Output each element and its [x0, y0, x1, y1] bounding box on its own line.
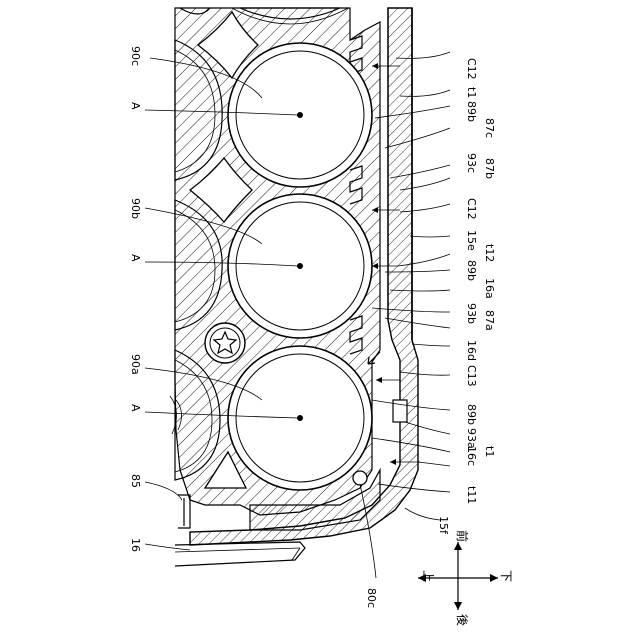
label-16d: 16d [465, 340, 478, 361]
label-16a: 16a [483, 278, 496, 299]
label-90a: 90a [129, 354, 142, 375]
label-16c: 16c [465, 446, 478, 466]
bracket-85 [178, 495, 190, 528]
label-15f: 15f [437, 516, 450, 535]
label-90c: 90c [129, 46, 142, 66]
label-c12-top: C12 [465, 58, 478, 80]
star-screw-icon [205, 323, 245, 363]
compass-back: 後 [455, 614, 469, 626]
label-t12: t12 [483, 244, 496, 262]
label-89b-bot: 89b [465, 404, 478, 425]
label-t11: t11 [465, 486, 478, 504]
label-93c: 93c [465, 153, 478, 173]
label-89b-top: 89b [465, 101, 478, 122]
label-16: 16 [129, 538, 142, 552]
label-a-mid: A [129, 254, 142, 262]
compass-front: 前 [455, 530, 470, 542]
label-c13: C13 [465, 365, 478, 387]
label-15e: 15e [465, 230, 478, 251]
label-87b: 87b [483, 158, 496, 179]
compass-up: 上 [421, 570, 435, 582]
label-85: 85 [129, 474, 142, 488]
label-c12-mid: C12 [465, 198, 478, 220]
housing-16 [175, 542, 305, 566]
pin-hole [353, 471, 367, 485]
label-80c: 80c [365, 588, 378, 608]
cell-90a [228, 346, 372, 490]
label-89b-mid: 89b [465, 260, 478, 281]
cell-90c [228, 43, 372, 187]
compass-down: 下 [499, 570, 513, 582]
label-a-top: A [129, 102, 142, 110]
label-93b: 93b [465, 303, 478, 324]
label-a-bot: A [129, 404, 142, 412]
label-t1-top: t1 [465, 87, 478, 98]
cell-90b [228, 194, 372, 338]
label-87a: 87a [483, 310, 496, 331]
label-90b: 90b [129, 198, 142, 219]
label-t1-bot: t1 [483, 446, 496, 457]
label-87c: 87c [483, 118, 496, 138]
direction-compass: 上 下 前 後 [418, 530, 513, 626]
